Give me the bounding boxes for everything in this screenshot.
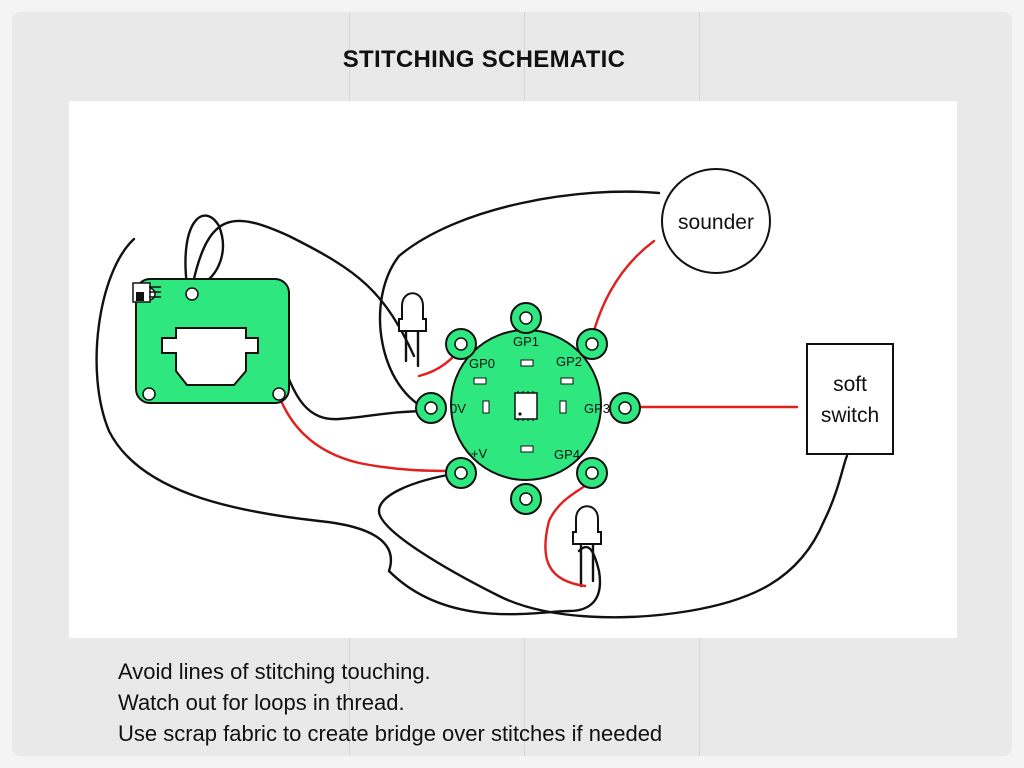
black-threads	[95, 190, 849, 619]
red-gp2-to-sounder	[589, 239, 656, 343]
stitching-schematic-diagram: sounder soft switch	[95, 168, 894, 619]
thread-plus-v-to-switch	[377, 454, 849, 619]
label-plus-v: +V	[471, 446, 488, 461]
note-line: Avoid lines of stitching touching.	[118, 659, 431, 684]
thread-battery-loop-left	[184, 214, 225, 288]
slide-title: STITCHING SCHEMATIC	[342, 46, 626, 73]
label-gp4: GP4	[554, 447, 580, 462]
switch-label-line2: switch	[821, 404, 879, 427]
red-led-bottom-to-gp4	[544, 481, 591, 588]
label-gp2: GP2	[556, 354, 582, 369]
schematic-panel: sounder soft switch	[69, 101, 957, 638]
note-line: Watch out for loops in thread.	[118, 690, 405, 715]
led-top	[398, 292, 427, 332]
sounder: sounder	[661, 168, 771, 274]
note-line: Use scrap fabric to create bridge over s…	[118, 721, 663, 746]
thread-battery-to-zero-v	[277, 349, 433, 421]
sounder-label: sounder	[678, 211, 754, 234]
thread-battery-outer-loop	[95, 237, 602, 616]
switch-label-line1: soft	[833, 373, 867, 396]
soft-switch: soft switch	[806, 343, 894, 455]
thread-battery-to-led-top	[191, 219, 416, 358]
label-gp3: GP3	[584, 401, 610, 416]
battery-holder-board	[132, 278, 290, 404]
label-gp0: GP0	[469, 356, 495, 371]
label-gp1: GP1	[513, 334, 539, 349]
thread-zero-v-to-sounder	[378, 190, 661, 413]
slide: STITCHING SCHEMATIC	[12, 12, 1012, 756]
label-zero-v: 0V	[450, 401, 466, 416]
microcontroller-board: GP1 GP0 GP2 0V GP3 +V GP4	[415, 302, 641, 515]
red-battery-to-plus-v	[277, 394, 463, 473]
slide-notes: Avoid lines of stitching touching. Watch…	[118, 656, 662, 749]
led-bottom	[572, 505, 602, 545]
